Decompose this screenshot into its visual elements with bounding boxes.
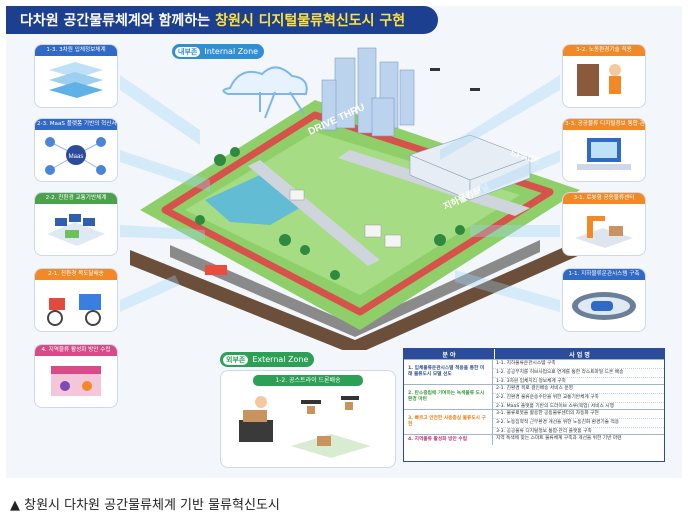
field-cell: 4. 지역물류 활성화 방안 수립 bbox=[404, 435, 493, 445]
table-row-group: 2. 탄소중립에 기여하는 녹색물류 도시환경 마련 2-1. 친환경 목로 결… bbox=[404, 384, 664, 409]
ring-road bbox=[161, 111, 554, 316]
card-label: 1-1. 지하물류운관시스템 구축 bbox=[563, 269, 645, 280]
card-label: 2-1. 친환경 목도달배송 bbox=[35, 269, 117, 280]
field-cell: 1. 입체물류운관시스템 적용을 통한 미래 물류도시 모델 선도 bbox=[404, 360, 493, 384]
card-label: 3-1. 로봇형 공동물류센터 bbox=[563, 193, 645, 204]
smart-city-illustration: DRIVE THRU 지하물류터널 SPACE bbox=[130, 47, 580, 350]
maas-badge: Maas bbox=[69, 154, 84, 160]
project-item: 3-1. 물류로봇을 활용한 공동물류센터의 자동화 구현 bbox=[493, 410, 664, 419]
truck bbox=[205, 265, 227, 275]
internal-zone-label: Internal Zone bbox=[204, 47, 259, 56]
field-cell: 2. 탄소중립에 기여하는 녹색물류 도시환경 마련 bbox=[404, 385, 493, 409]
card-label: 3-3. 공공물류 디지털정보 통합·관리 bbox=[563, 119, 645, 130]
data-server-icon bbox=[577, 138, 631, 170]
title-banner: 다차원 공간물류체계와 함께하는 창원시 디지털물류혁신도시 구현 bbox=[6, 6, 438, 34]
title-highlight: 창원시 디지털물류혁신도시 구현 bbox=[215, 13, 406, 29]
robot-arm-icon bbox=[575, 216, 633, 248]
project-item: 2-3. MaaS 플랫폼 기반의 드라이브 스루(픽업) 서비스 시행 bbox=[496, 404, 614, 409]
card-eco-delivery: 2-1. 친환경 목도달배송 bbox=[34, 268, 118, 332]
card-robot-center: 3-1. 로봇형 공동물류센터 bbox=[562, 192, 646, 256]
card-3d-spatial-info: 1-3. 3차원 입체정보체계 bbox=[34, 44, 118, 108]
table-row-group: 4. 지역물류 활성화 방안 수립 지역 특색에 맞는 스마트 물류체계 구축과… bbox=[404, 434, 664, 445]
city-base-side bbox=[130, 240, 580, 350]
layers-icon bbox=[49, 62, 103, 98]
project-item: 2-1. 친환경 목로 결인배송 서비스 운영 bbox=[493, 385, 664, 394]
drone-delivery-icon bbox=[239, 396, 371, 458]
card-label: 1-2. 공스트라이 드론배송 bbox=[253, 375, 363, 386]
card-underground-system: 1-1. 지하물류운관시스템 구축 bbox=[562, 268, 646, 332]
solar-station-icon bbox=[47, 214, 105, 246]
card-label: 2-2. 친환경 교통기반체계 bbox=[35, 193, 117, 204]
river bbox=[205, 175, 305, 225]
towers bbox=[321, 47, 415, 137]
maas-network-icon: Maas bbox=[45, 137, 106, 175]
figure-caption: ▲ 창원시 다차원 공간물류체계 기반 물류혁신도시 bbox=[10, 498, 280, 513]
houses bbox=[289, 189, 402, 248]
drones bbox=[430, 68, 480, 91]
table-header: 분 야 사 업 명 bbox=[404, 349, 664, 359]
title-prefix: 다차원 공간물류체계와 함께하는 bbox=[20, 13, 211, 29]
project-item: 1-2. 공공부지를 허브사업으로 연계를 통한 라스트마일 드론 배송 bbox=[493, 369, 664, 378]
project-item: 1-1. 지하물류운관시스템 구축 bbox=[493, 360, 664, 369]
warehouse bbox=[409, 134, 531, 201]
card-label: 4. 지역물류 활성화 방안 수립 bbox=[35, 345, 117, 356]
external-zone-tag: 외부존 bbox=[223, 354, 249, 365]
street-2 bbox=[248, 160, 380, 266]
underground-tunnel bbox=[170, 240, 540, 337]
table-row-group: 3. 빠르고 안전한 사용중심 물류도시 구현 3-1. 물류로봇을 활용한 공… bbox=[404, 409, 664, 434]
project-item: 지역 특색에 맞는 스마트 물류체계 구축과 개선을 위한 기반 마련 bbox=[496, 436, 622, 441]
external-zone-label: External Zone bbox=[252, 355, 309, 364]
card-public-data: 3-3. 공공물류 디지털정보 통합·관리 bbox=[562, 118, 646, 182]
connector-beams bbox=[120, 75, 560, 312]
tunnel-capsule-icon bbox=[572, 292, 636, 320]
cloud-network bbox=[222, 66, 308, 119]
field-cell: 3. 빠르고 안전한 사용중심 물류도시 구현 bbox=[404, 410, 493, 434]
internal-zone-badge: 내부존 Internal Zone bbox=[172, 44, 265, 59]
card-labor-tech: 3-2. 노동환경기술 적용 bbox=[562, 44, 646, 108]
external-zone-badge: 외부존 External Zone bbox=[220, 352, 315, 367]
header-field: 분 야 bbox=[404, 349, 495, 359]
card-label: 3-2. 노동환경기술 적용 bbox=[563, 45, 645, 56]
market-icon bbox=[51, 366, 101, 396]
worker-icon bbox=[577, 64, 621, 96]
card-label: 1-3. 3차원 입체정보체계 bbox=[35, 45, 117, 56]
project-item: 3-3. 공공물류 디지털정보 통합·관리 플랫폼 구축 bbox=[496, 429, 592, 434]
card-maas-platform: 2-3. MaaS 플랫폼 기반의 혁신서비스 Maas bbox=[34, 118, 118, 182]
header-project: 사 업 명 bbox=[569, 351, 590, 359]
card-drone-delivery: 1-2. 공스트라이 드론배송 bbox=[220, 370, 396, 468]
table-row-group: 1. 입체물류운관시스템 적용을 통한 미래 물류도시 모델 선도 1-1. 지… bbox=[404, 359, 664, 384]
project-table: 분 야 사 업 명 1. 입체물류운관시스템 적용을 통한 미래 물류도시 모델… bbox=[403, 348, 665, 462]
project-item: 2-2. 친환경 물류운송수단을 위한 교통기반체계 구축 bbox=[493, 394, 664, 403]
card-label: 2-3. MaaS 플랫폼 기반의 혁신서비스 bbox=[35, 119, 117, 130]
project-item: 3-2. 노동집약적 근무환경 개선을 위한 노동친화 환경기술 적용 bbox=[493, 419, 664, 428]
internal-zone-tag: 내부존 bbox=[175, 46, 201, 57]
card-eco-transport: 2-2. 친환경 교통기반체계 bbox=[34, 192, 118, 256]
trees bbox=[195, 147, 465, 280]
cargo-bike-icon bbox=[47, 294, 101, 326]
project-item: 1-3. 3차원 입체지리 정보체계 구축 bbox=[496, 379, 566, 384]
card-local-logistics: 4. 지역물류 활성화 방안 수립 bbox=[34, 344, 118, 408]
